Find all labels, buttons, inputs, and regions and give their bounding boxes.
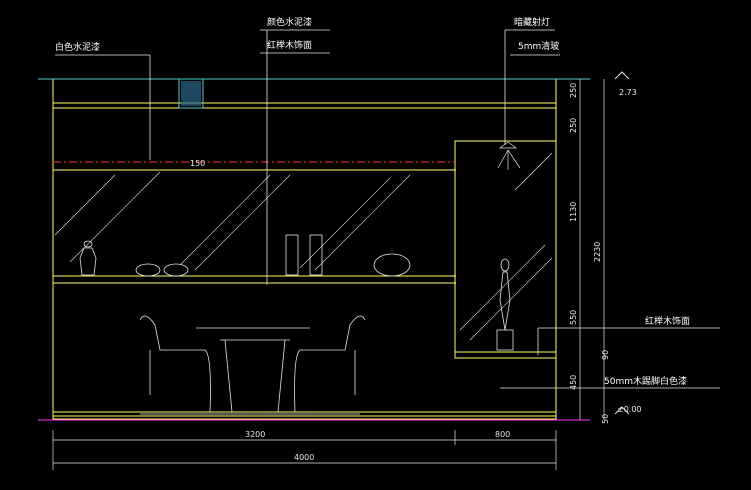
table-legs [224,339,286,413]
dim-v-4: 550 [569,310,578,325]
sculpture [496,258,514,351]
wall-frame [52,78,557,420]
label-red-oak: 红榉木饰面 [267,39,312,51]
hatch-3 [179,174,271,266]
elevation-marker-floor [614,406,630,415]
spotlight-beam-1 [497,149,509,169]
label-ceiling-paint: 颜色水泥漆 [267,16,312,28]
dim-shelf: 150 [190,159,205,168]
spotlight-beam-3 [507,149,521,169]
dimension-lines-horizontal [52,430,557,470]
label-red-oak-right: 红榉木饰面 [645,315,690,327]
vase-1-lid [83,240,93,248]
elevation-top: 2.73 [619,88,637,97]
label-skirting: 50mm木踢脚白色漆 [604,375,687,387]
hatch-9 [514,152,553,191]
dim-total-height: 2230 [593,242,602,262]
dim-h-1: 3200 [245,430,265,439]
spotlight [497,141,521,170]
ceiling-column [178,78,204,109]
shelf-vases [79,234,411,277]
hatch-6 [314,174,411,271]
elevation-floor: ±0.00 [617,405,642,414]
hatch-2 [69,171,161,263]
bowl-1 [135,263,161,277]
elevation-marker-top [614,71,630,80]
glass-hatch [54,152,553,341]
hatch-7 [459,244,546,331]
dim-v-7: 50 [601,414,610,424]
dim-v-6: 90 [601,350,610,360]
dim-v-5: 450 [569,375,578,390]
dim-h-2: 800 [495,430,510,439]
label-white-paint: 白色水泥漆 [55,41,100,53]
book-2 [309,234,323,276]
label-glass: 5mm清玻 [518,40,559,52]
spotlight-head [498,141,518,149]
hatch-1 [54,174,116,236]
wall-outline [52,78,557,420]
dim-v-3: 1130 [569,202,578,222]
column-box [178,78,204,109]
dim-v-2: 250 [569,118,578,133]
chair-left [139,315,211,413]
label-hidden-light: 暗藏射灯 [514,16,550,28]
hatch-5 [299,177,391,269]
chair-right [294,315,366,413]
bowl-2 [163,263,189,277]
leader-lines [55,29,720,389]
dining-set [139,315,366,415]
dim-total-width: 4000 [294,453,314,462]
book-1 [285,234,299,276]
dimension-lines-vertical [579,79,605,420]
hatch-8 [469,257,553,341]
sculpture-body [499,271,511,331]
column-fill [181,81,201,106]
sculpture-head [500,258,510,272]
dim-v-1: 250 [569,83,578,98]
vase-2 [373,253,411,277]
vase-1 [79,247,97,276]
display-niche [454,140,557,359]
sculpture-base [496,329,514,351]
hatch-4 [194,174,291,271]
